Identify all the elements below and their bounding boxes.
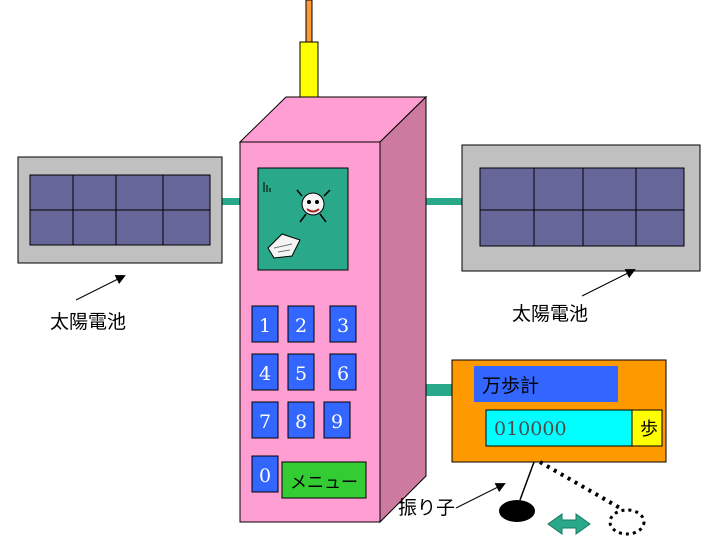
key-5-label: 5 [295, 363, 307, 385]
key-9[interactable]: 9 [323, 401, 351, 439]
key-0[interactable]: 0 [251, 455, 279, 493]
key-6-label: 6 [337, 363, 349, 385]
keypad: 1 2 3 4 5 6 7 8 [251, 305, 367, 499]
key-8-label: 8 [295, 411, 307, 433]
right-connector [426, 198, 464, 205]
key-6[interactable]: 6 [329, 353, 357, 391]
pedometer: 万歩計 010000 歩 [451, 359, 667, 463]
pedometer-title: 万歩計 [482, 375, 539, 397]
pedometer-connector [426, 384, 452, 396]
key-8[interactable]: 8 [287, 401, 315, 439]
key-1[interactable]: 1 [251, 305, 279, 343]
step-unit: 歩 [640, 419, 658, 440]
antenna [299, 0, 319, 99]
key-4-label: 4 [259, 363, 271, 385]
phone-screen-cartoon-icon [267, 189, 331, 259]
pendulum-arrow [455, 483, 506, 509]
key-0-label: 0 [259, 465, 271, 487]
key-4[interactable]: 4 [251, 353, 279, 391]
key-3[interactable]: 3 [329, 305, 357, 343]
key-5[interactable]: 5 [287, 353, 315, 391]
swing-arrow-icon [547, 513, 591, 535]
phone-screen [257, 167, 349, 271]
signal-icon [263, 182, 271, 192]
left-connector [222, 198, 242, 205]
right-solar-panel [461, 144, 701, 272]
pendulum-label: 振り子 [398, 497, 455, 519]
left-solar-panel [17, 156, 223, 264]
key-1-label: 1 [259, 315, 271, 337]
menu-button[interactable]: メニュー [281, 461, 367, 499]
key-3-label: 3 [337, 315, 349, 337]
key-2-label: 2 [295, 315, 307, 337]
key-2[interactable]: 2 [287, 305, 315, 343]
menu-button-label: メニュー [290, 473, 358, 493]
key-7-label: 7 [259, 411, 271, 433]
right-panel-arrow [581, 269, 636, 297]
step-count: 010000 [494, 418, 567, 440]
pendulum [499, 460, 646, 536]
left-solar-label: 太陽電池 [50, 311, 126, 333]
left-panel-arrow [75, 275, 126, 301]
key-9-label: 9 [331, 411, 343, 433]
right-solar-label: 太陽電池 [512, 303, 588, 325]
key-7[interactable]: 7 [251, 401, 279, 439]
